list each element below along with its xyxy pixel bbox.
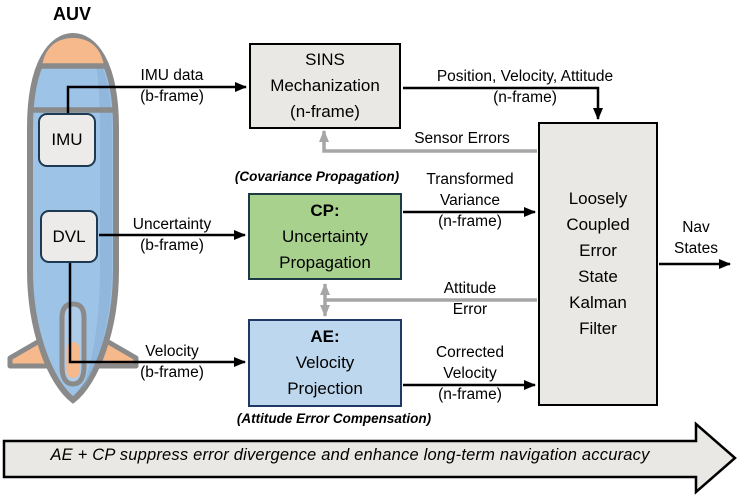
rocket-nose-cone <box>42 38 104 66</box>
pva-label: Position, Velocity, Attitude (n-frame) <box>436 68 614 106</box>
block-line: SINS <box>305 50 345 69</box>
dvl-sensor-chip: DVL <box>40 210 98 263</box>
block-line: Kalman <box>569 293 627 312</box>
imu-chip-label: IMU <box>51 130 83 149</box>
block-line: Projection <box>287 379 363 398</box>
transformed-variance-label: Transformed Variance (n-frame) <box>426 171 514 230</box>
banner-text: AE + CP suppress error divergence and en… <box>50 446 650 464</box>
kalman-filter-block: Loosely Coupled Error State Kalman Filte… <box>538 122 658 406</box>
ae-caption: (Attitude Error Compensation) <box>236 411 432 426</box>
dvl-chip-label: DVL <box>52 226 86 246</box>
arrow-velocity <box>68 263 246 367</box>
corrected-velocity-label: Corrected Velocity (n-frame) <box>435 344 505 403</box>
arrow-position-velocity-attitude <box>403 86 603 120</box>
sins-mechanization-block: SINS Mechanization (n-frame) <box>249 43 401 129</box>
attitude-error-label: Attitude Error <box>443 280 497 318</box>
block-line: Uncertainty <box>282 226 368 246</box>
cp-block-title: CP: <box>310 200 340 220</box>
block-line: Error <box>579 241 617 260</box>
block-line: (n-frame) <box>290 102 360 121</box>
imu-sensor-chip: IMU <box>38 113 96 167</box>
block-line: State <box>578 267 618 286</box>
auv-label: AUV <box>52 4 91 24</box>
rocket-body-shading <box>82 46 112 390</box>
block-line: Propagation <box>279 252 371 272</box>
cp-caption: (Covariance Propagation) <box>234 169 400 184</box>
banner-arrow-shape <box>2 421 737 495</box>
ae-velocity-projection-block: AE: Velocity Projection <box>248 319 402 407</box>
sensor-errors-label: Sensor Errors <box>414 130 510 147</box>
block-line: Mechanization <box>270 76 380 95</box>
velocity-label: Velocity (b-frame) <box>140 343 204 381</box>
imu-data-label: IMU data (b-frame) <box>140 67 204 105</box>
nav-states-label: Nav States <box>674 219 718 257</box>
rocket-flame <box>66 342 80 378</box>
ae-block-title: AE: <box>310 327 340 346</box>
arrow-imu-data <box>66 82 247 113</box>
uncertainty-label: Uncertainty (b-frame) <box>132 216 212 254</box>
block-line: Coupled <box>566 215 630 234</box>
block-line: Velocity <box>295 353 355 372</box>
cp-uncertainty-propagation-block: CP: Uncertainty Propagation <box>248 193 402 280</box>
arrow-sensor-errors <box>319 130 537 153</box>
block-line: Loosely <box>568 189 628 208</box>
block-line: Filter <box>579 319 617 338</box>
